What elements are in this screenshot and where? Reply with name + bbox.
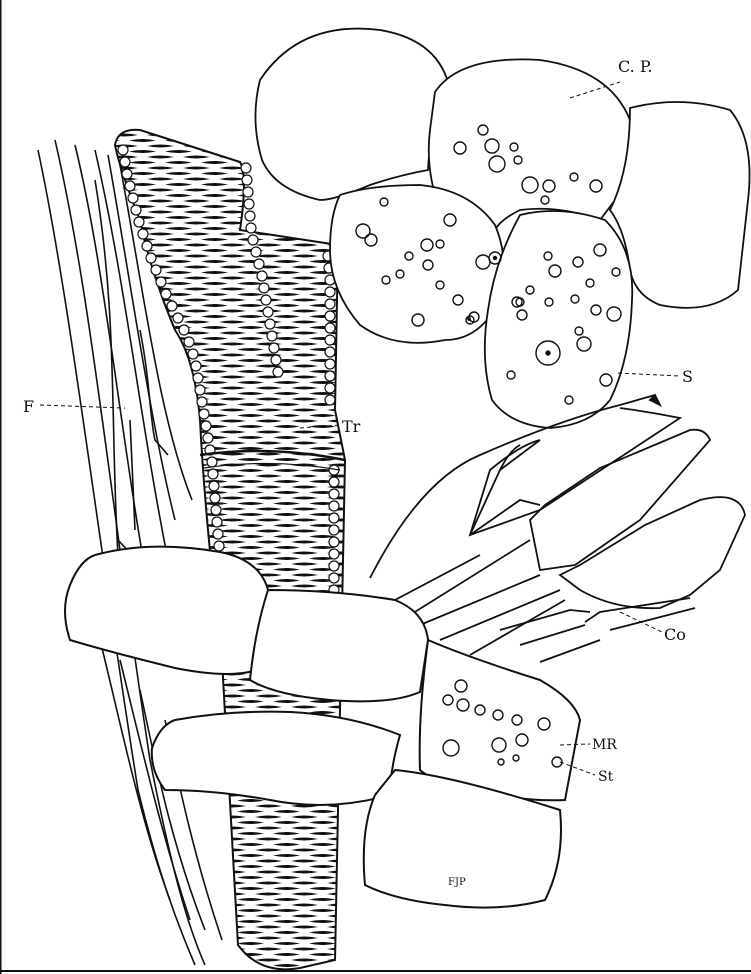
label-co: Co: [664, 625, 686, 644]
label-tr: Tr: [342, 417, 361, 436]
companion-cells: [370, 395, 745, 662]
label-mr: MR: [592, 737, 617, 753]
label-s: S: [682, 367, 693, 386]
artist-signature: FJP: [448, 877, 466, 888]
label-cp: C. P.: [618, 57, 652, 76]
label-f: F: [23, 397, 34, 416]
label-st: St: [598, 769, 614, 785]
